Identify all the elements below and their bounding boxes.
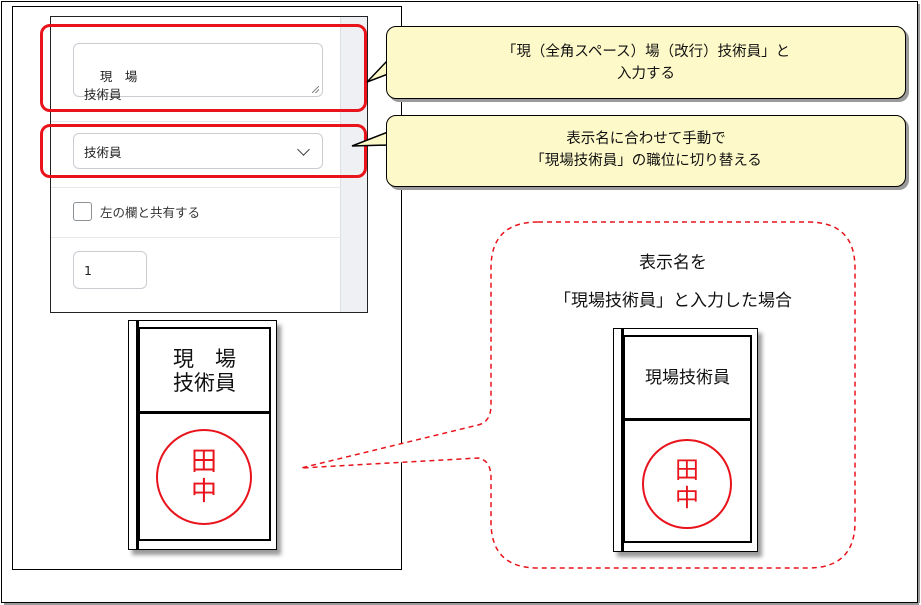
stamp-right-frame xyxy=(623,335,752,543)
seal-right-char1: 田 xyxy=(675,456,699,484)
stamp-left-title: 現 場 技術員 xyxy=(138,347,271,395)
number-input-value: 1 xyxy=(84,262,92,278)
position-select-value: 技術員 xyxy=(84,144,122,160)
seal-right: 田 中 xyxy=(642,439,732,529)
callout-top-line1: 「現（全角スペース）場（改行）技術員」と xyxy=(501,44,791,60)
stamp-right-vline xyxy=(621,329,624,551)
row-divider xyxy=(51,187,341,188)
highlight-select xyxy=(40,124,367,178)
callout-middle-line1: 表示名に合わせて手動で xyxy=(566,131,726,147)
stamp-right-title: 現場技術員 xyxy=(645,368,730,388)
row-divider xyxy=(51,237,341,238)
frame-shadow-right xyxy=(916,4,920,603)
bubble-line2: 「現場技術員」と入力した場合 xyxy=(554,291,792,311)
speech-bubble-outline xyxy=(300,221,856,569)
stamp-left-title-line1: 現 場 xyxy=(173,347,236,371)
callout-top-line2: 入力する xyxy=(617,66,675,82)
display-name-value: 現 場 技術員 xyxy=(84,69,138,102)
callout-top: 「現（全角スペース）場（改行）技術員」と 入力する xyxy=(386,26,906,99)
resize-handle-icon[interactable] xyxy=(312,86,319,93)
stamp-left-title-line2: 技術員 xyxy=(173,371,236,395)
position-select[interactable]: 技術員 xyxy=(73,133,323,169)
callout-middle: 表示名に合わせて手動で 「現場技術員」の職位に切り替える xyxy=(386,115,906,187)
callout-middle-line2: 「現場技術員」の職位に切り替える xyxy=(530,153,762,169)
stamp-left-frame xyxy=(138,327,271,541)
bubble-line1: 表示名を xyxy=(639,253,707,273)
display-name-textarea[interactable]: 現 場 技術員 xyxy=(73,43,323,102)
highlight-textarea xyxy=(40,24,367,112)
share-checkbox-label: 左の欄と共有する xyxy=(100,205,201,220)
stamp-left-vline xyxy=(136,321,139,549)
share-checkbox-row[interactable]: 左の欄と共有する xyxy=(73,202,200,221)
number-input[interactable]: 1 xyxy=(73,251,147,289)
stamp-left: 現 場 技術員 田 中 xyxy=(128,320,277,550)
share-checkbox[interactable] xyxy=(73,202,92,221)
seal-right-char2: 中 xyxy=(675,484,699,512)
form-panel: 現 場 技術員 技術員 左の欄と共有する 1 xyxy=(50,16,368,313)
frame-shadow-bottom xyxy=(4,601,919,605)
stamp-left-separator xyxy=(138,411,271,414)
row-divider xyxy=(51,121,341,122)
seal-left-char2: 中 xyxy=(190,477,217,507)
stamp-right-separator xyxy=(623,418,752,421)
stamp-right: 現場技術員 田 中 xyxy=(613,328,758,552)
seal-left: 田 中 xyxy=(156,429,252,525)
seal-left-char1: 田 xyxy=(190,447,217,477)
form-scroll-sidebar[interactable] xyxy=(340,17,367,312)
